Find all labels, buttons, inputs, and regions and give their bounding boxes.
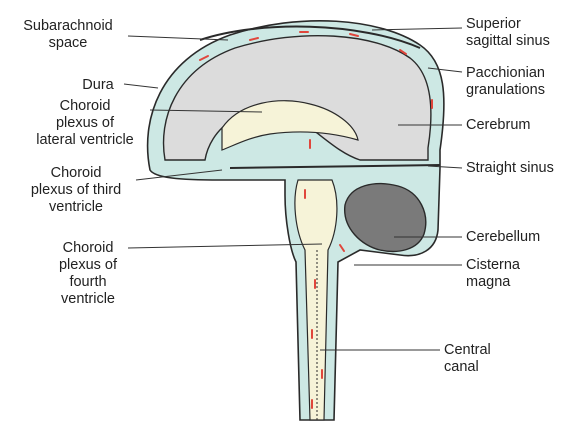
label-subarachnoid-space: Subarachnoid space: [12, 18, 124, 52]
label-central-canal: Central canal: [444, 342, 554, 376]
label-line: plexus of: [40, 257, 136, 274]
label-line: sagittal sinus: [466, 33, 576, 50]
label-dura: Dura: [72, 77, 124, 94]
label-cerebellum: Cerebellum: [466, 229, 576, 246]
label-line: plexus of: [22, 115, 148, 132]
label-line: Choroid: [40, 240, 136, 257]
label-line: Choroid: [14, 165, 138, 182]
label-line: Choroid: [22, 98, 148, 115]
label-line: Cisterna: [466, 257, 576, 274]
label-line: magna: [466, 274, 576, 291]
label-line: canal: [444, 359, 554, 376]
label-line: Pacchionian: [466, 65, 576, 82]
label-line: Subarachnoid: [12, 18, 124, 35]
label-pacchionian-granulations: Pacchionian granulations: [466, 65, 576, 99]
label-line: Central: [444, 342, 554, 359]
label-line: plexus of third: [14, 182, 138, 199]
label-line: Superior: [466, 16, 576, 33]
label-choroid-plexus-lateral-ventricle: Choroid plexus of lateral ventricle: [22, 98, 148, 149]
label-cisterna-magna: Cisterna magna: [466, 257, 576, 291]
label-line: ventricle: [40, 291, 136, 308]
label-line: Dura: [72, 77, 124, 94]
label-line: Cerebellum: [466, 229, 576, 246]
label-line: lateral ventricle: [22, 132, 148, 149]
label-superior-sagittal-sinus: Superior sagittal sinus: [466, 16, 576, 50]
label-choroid-plexus-third-ventricle: Choroid plexus of third ventricle: [14, 165, 138, 216]
label-line: fourth: [40, 274, 136, 291]
label-line: granulations: [466, 82, 576, 99]
label-line: Cerebrum: [466, 117, 576, 134]
label-cerebrum: Cerebrum: [466, 117, 576, 134]
label-choroid-plexus-fourth-ventricle: Choroid plexus of fourth ventricle: [40, 240, 136, 308]
leader-dura: [124, 84, 158, 88]
label-straight-sinus: Straight sinus: [466, 160, 576, 177]
label-line: Straight sinus: [466, 160, 576, 177]
label-line: ventricle: [14, 199, 138, 216]
label-line: space: [12, 35, 124, 52]
